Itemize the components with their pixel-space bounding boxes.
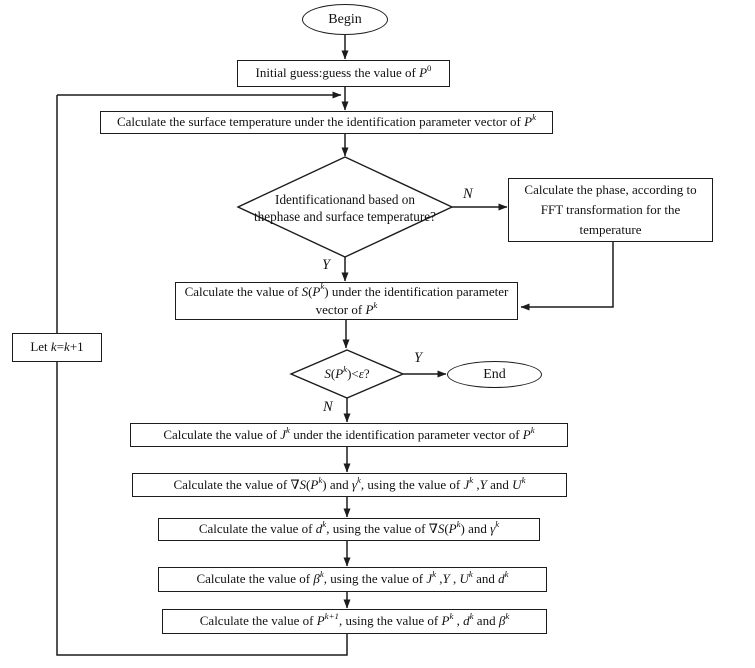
begin-label: Begin — [328, 11, 362, 27]
branch-label-yes-convergence: Y — [414, 350, 423, 366]
let-k-label: Let k=k+1 — [30, 339, 84, 355]
connector-lines — [56, 35, 614, 656]
calc-dk-label: Calculate the value of dk, using the val… — [198, 519, 500, 537]
calc-pk1-label: Calculate the value of Pk+1, using the v… — [199, 611, 510, 629]
branch-label-no-identification: N — [463, 186, 473, 202]
calc-beta-label: Calculate the value of βk, using the val… — [196, 569, 509, 587]
calc-jk-label: Calculate the value of Jk under the iden… — [163, 424, 535, 442]
let-k-step: Let k=k+1 — [12, 333, 102, 362]
calc-beta-step: Calculate the value of βk, using the val… — [158, 567, 547, 592]
calc-phase-fft-step: Calculate the phase, according to FFT tr… — [508, 178, 713, 242]
end-terminator: End — [447, 361, 542, 388]
branch-label-no-convergence: N — [323, 399, 333, 415]
decision-identification-text: Identificationand based on thephase and … — [254, 191, 436, 224]
decision-convergence-text: S(Pk)<ε? — [324, 363, 370, 381]
initial-guess-step: Initial guess:guess the value of P0 — [237, 60, 450, 87]
decision-diamond-shapes — [236, 156, 454, 399]
end-label: End — [483, 366, 506, 382]
calc-grad-gamma-label: Calculate the value of ∇S(Pk) and γk, us… — [173, 474, 526, 492]
calc-surface-temp-label: Calculate the surface temperature under … — [116, 112, 536, 130]
calc-s-value-label: Calculate the value of S(Pk) under the i… — [184, 281, 509, 317]
decision-diamond-identification — [236, 156, 454, 258]
branch-label-yes-identification: Y — [322, 257, 331, 273]
initial-guess-label: Initial guess:guess the value of P0 — [255, 63, 432, 81]
calc-pk1-step: Calculate the value of Pk+1, using the v… — [162, 609, 547, 634]
calc-surface-temp-step: Calculate the surface temperature under … — [100, 111, 553, 134]
calc-grad-gamma-step: Calculate the value of ∇S(Pk) and γk, us… — [132, 473, 567, 497]
begin-terminator: Begin — [302, 4, 388, 35]
calc-jk-step: Calculate the value of Jk under the iden… — [130, 423, 568, 447]
calc-phase-fft-label: Calculate the phase, according to FFT tr… — [524, 181, 697, 238]
calc-dk-step: Calculate the value of dk, using the val… — [158, 518, 540, 541]
calc-s-value-step: Calculate the value of S(Pk) under the i… — [175, 282, 518, 320]
decision-diamond-convergence — [289, 349, 405, 399]
